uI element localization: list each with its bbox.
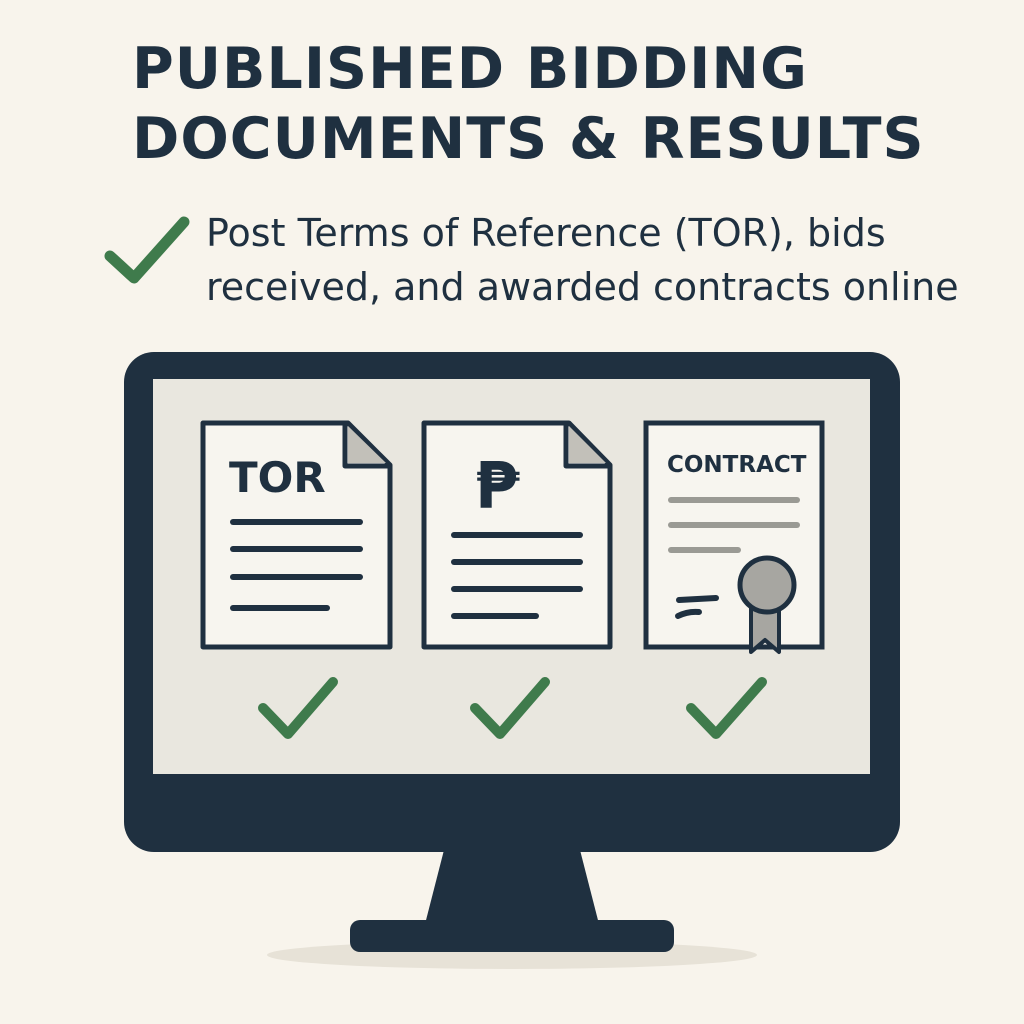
subtitle: Post Terms of Reference (TOR), bids rece…: [206, 206, 1006, 314]
contract-document-label: CONTRACT: [667, 452, 807, 478]
seal-ribbon-icon: [737, 555, 797, 654]
peso-symbol: ₱: [475, 450, 520, 524]
subtitle-line-1: Post Terms of Reference (TOR), bids: [206, 211, 886, 255]
monitor-stand: [350, 850, 674, 952]
title-line-2: DOCUMENTS & RESULTS: [132, 106, 925, 172]
bids-check-icon: [470, 677, 550, 739]
page-title: PUBLISHED BIDDING DOCUMENTS & RESULTS: [132, 34, 992, 174]
contract-check-icon: [686, 677, 767, 739]
contract-document-icon: CONTRACT: [643, 420, 825, 654]
tor-document-icon: TOR: [200, 420, 393, 650]
title-line-1: PUBLISHED BIDDING: [132, 36, 808, 102]
tor-check-icon: [258, 677, 338, 739]
tor-document-label: TOR: [229, 453, 326, 502]
check-icon: [104, 216, 190, 284]
signature-mark: [675, 595, 719, 619]
peso-bid-document-icon: ₱: [421, 420, 613, 650]
subtitle-line-2: received, and awarded contracts online: [206, 265, 959, 309]
